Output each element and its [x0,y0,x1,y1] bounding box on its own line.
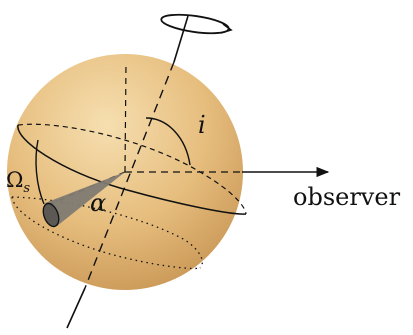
equator-front [17,124,247,215]
spot-latitude-subscript: s [23,181,30,196]
equator-back [17,123,247,215]
rotation-direction-icon [160,13,230,35]
spot-latitude-circle-front [11,196,201,270]
inclination-label: i [198,111,206,139]
observer-label: observer [293,183,401,211]
spot-cap [42,202,60,228]
inclination-arc [145,117,191,166]
spot-angle-label: α [90,189,106,217]
spot-latitude-arc [35,139,45,205]
spot-cone [45,172,125,226]
rotation-arrowhead-icon [220,23,233,34]
spot-latitude-label: Ωs [6,168,30,196]
spot-latitude-circle-back [11,196,203,269]
rotation-axis-bottom [66,287,86,329]
vertical-reference-line [124,61,127,173]
rotation-axis-top [173,15,189,63]
